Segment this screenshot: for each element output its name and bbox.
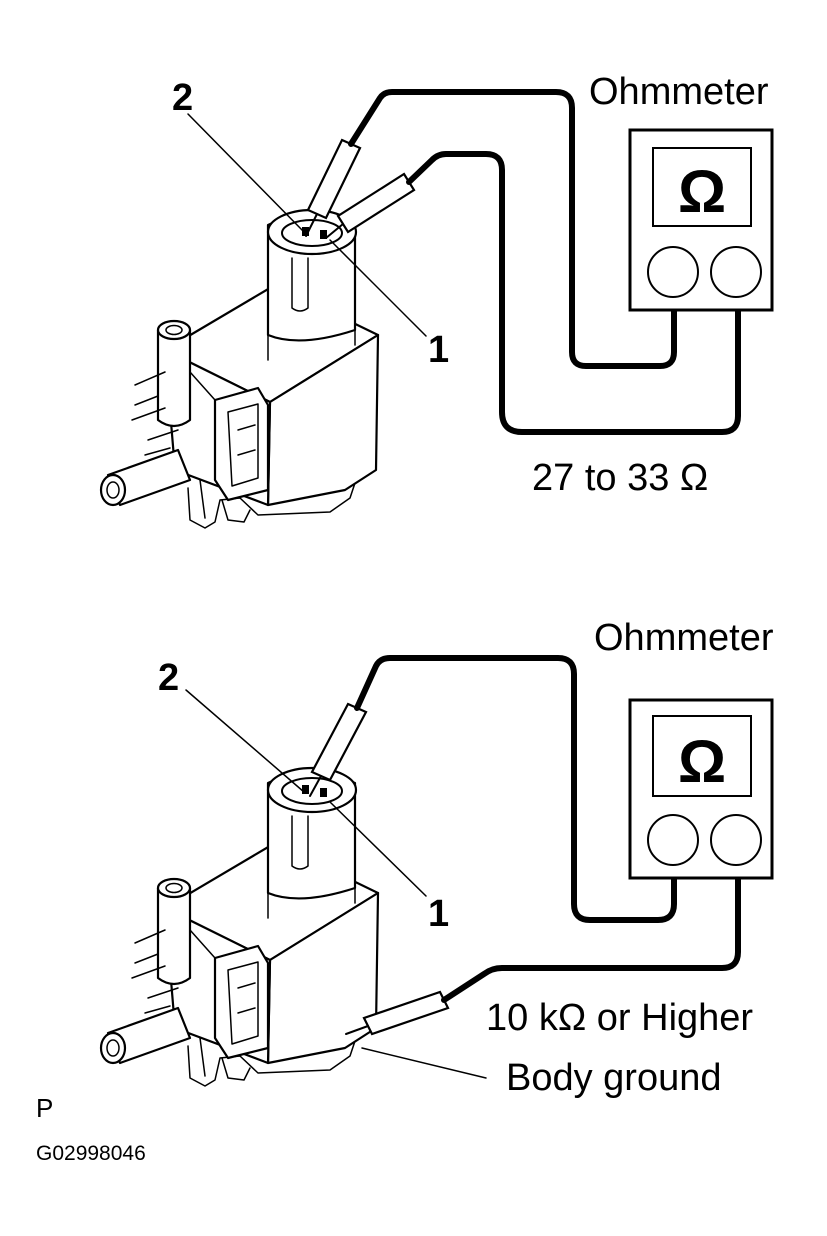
top-probe-b bbox=[325, 172, 416, 239]
bottom-meter-terminal-right bbox=[710, 814, 762, 866]
top-ohmmeter-title: Ohmmeter bbox=[589, 71, 769, 113]
bottom-leader-1 bbox=[329, 801, 427, 897]
top-meter-terminal-left bbox=[647, 246, 699, 298]
top-resistance-reading: 27 to 33 Ω bbox=[532, 457, 708, 499]
bottom-resistance-reading: 10 kΩ or Higher bbox=[486, 997, 753, 1039]
bottom-wire-ground-lead bbox=[441, 875, 741, 1003]
top-ohm-symbol: Ω bbox=[678, 158, 726, 225]
top-terminal-1-label: 1 bbox=[428, 329, 449, 371]
top-probe-a bbox=[305, 138, 362, 237]
top-terminal-2-label: 2 bbox=[172, 77, 193, 119]
top-wire-right-lead bbox=[406, 151, 741, 435]
bottom-meter-terminal-left bbox=[647, 814, 699, 866]
footer-code: P bbox=[36, 1093, 53, 1123]
top-leader-2 bbox=[187, 113, 305, 233]
bottom-probe-terminal bbox=[309, 702, 368, 797]
bottom-leader-2 bbox=[185, 689, 305, 793]
bottom-ohmmeter: Ω bbox=[628, 698, 774, 880]
bottom-wire-terminal-lead bbox=[354, 655, 677, 923]
figure-id: G02998046 bbox=[36, 1142, 146, 1165]
bottom-terminal-1-label: 1 bbox=[428, 893, 449, 935]
top-leader-1 bbox=[329, 239, 427, 337]
bottom-solenoid-valve bbox=[99, 766, 380, 1088]
bottom-ohmmeter-title: Ohmmeter bbox=[594, 617, 774, 659]
top-ohmmeter: Ω bbox=[628, 128, 774, 312]
bottom-ohm-symbol: Ω bbox=[678, 728, 726, 795]
top-wire-left-lead bbox=[348, 89, 677, 369]
top-solenoid-valve bbox=[99, 208, 380, 530]
bottom-leader-ground bbox=[361, 1047, 487, 1079]
top-meter-terminal-right bbox=[710, 246, 762, 298]
bottom-terminal-2-label: 2 bbox=[158, 657, 179, 699]
body-ground-label: Body ground bbox=[506, 1057, 722, 1099]
